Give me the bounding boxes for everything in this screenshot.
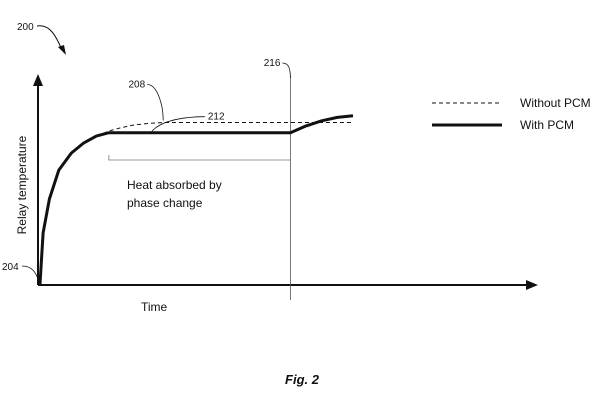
origin-ref-label: 204 [2, 262, 19, 273]
series-with-pcm-ref: 212 [208, 112, 225, 123]
x-axis-arrowhead [526, 280, 538, 290]
figure-caption: Fig. 2 [285, 372, 320, 387]
y-axis-arrowhead [33, 74, 43, 86]
figure-ref-arrow [36, 25, 63, 51]
series-with-pcm-ref-leader [150, 116, 205, 133]
phase-change-label-line-2: phase change [127, 196, 203, 210]
origin-ref-leader [21, 265, 40, 283]
figure-ref-arrowhead [58, 45, 66, 55]
y-axis-label: Relay temperature [15, 135, 29, 234]
series-without-pcm-ref: 208 [129, 80, 146, 91]
reference-vline-label: 216 [264, 58, 281, 69]
legend-label-without-pcm: Without PCM [520, 96, 591, 110]
series-without-pcm-ref-leader [147, 84, 164, 121]
phase-change-bracket [108, 155, 291, 161]
series-without-pcm [39, 122, 353, 285]
series-with-pcm [38, 114, 354, 285]
x-axis-label: Time [141, 300, 168, 314]
legend: Without PCM With PCM [432, 96, 591, 132]
phase-change-label-line-1: Heat absorbed by [127, 178, 222, 192]
figure-ref-number: 200 [17, 22, 34, 33]
legend-label-with-pcm: With PCM [520, 118, 574, 132]
reference-vline-leader [282, 62, 291, 79]
